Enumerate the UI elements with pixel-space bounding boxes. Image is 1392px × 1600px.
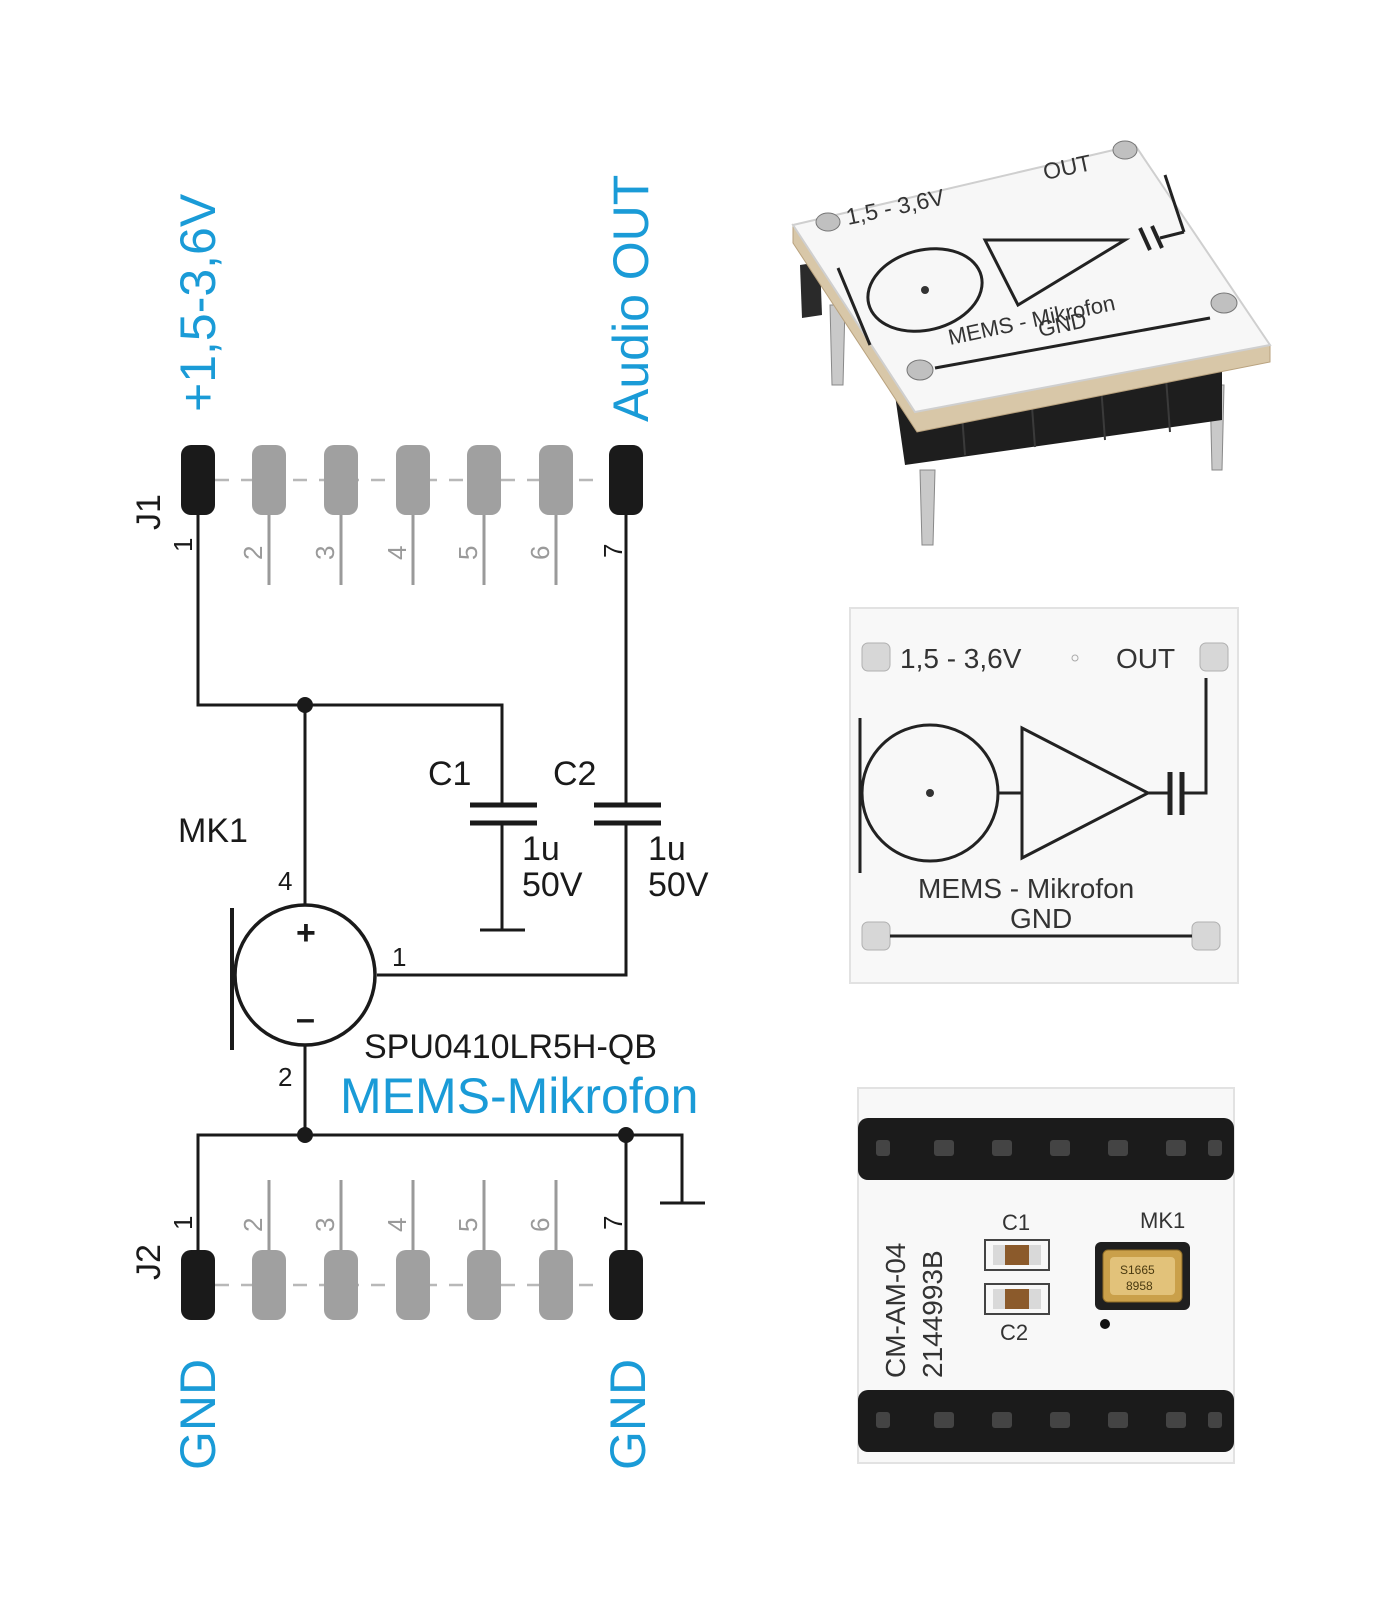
chip-marking-1: S1665 xyxy=(1120,1263,1155,1277)
j1-pinnum-2: 2 xyxy=(238,546,268,560)
header-bottom xyxy=(858,1390,1234,1452)
top-voltage-silk: 1,5 - 3,6V xyxy=(900,643,1022,674)
j2-pinnum-1: 1 xyxy=(168,1216,198,1230)
j2-pin-4 xyxy=(396,1250,430,1320)
j1-pin-3 xyxy=(324,445,358,515)
j1-ref: J1 xyxy=(130,494,168,530)
microphone-mk1: + – MK1 4 1 2 SPU0410LR5H-QB xyxy=(178,812,657,1092)
j2-pinnum-6: 6 xyxy=(525,1218,555,1232)
mk1-part-number: SPU0410LR5H-QB xyxy=(364,1028,657,1066)
board-top-view: 1,5 - 3,6V OUT MEMS - Mikrofon GND xyxy=(849,607,1239,984)
j2-pin-5 xyxy=(467,1250,501,1320)
mk1-minus-sign: – xyxy=(296,1000,315,1038)
j1-pin-2 xyxy=(252,445,286,515)
silk-c2: C2 xyxy=(1000,1320,1028,1345)
c2-ref: C2 xyxy=(553,755,596,793)
schematic-wires xyxy=(196,515,705,1250)
board-model: CM-AM-04 xyxy=(880,1243,911,1378)
j1-pinnum-6: 6 xyxy=(525,546,555,560)
j2-pin-3 xyxy=(324,1250,358,1320)
board-serial: 2144993B xyxy=(917,1250,948,1378)
top-name-silk: MEMS - Mikrofon xyxy=(918,873,1134,904)
schematic: +1,5-3,6V Audio OUT J1 1 2 3 4 5 6 7 xyxy=(130,175,709,1470)
j2-pinnum-3: 3 xyxy=(310,1218,340,1232)
pcb-top-view xyxy=(849,607,1239,984)
j1-pinnum-4: 4 xyxy=(382,546,412,560)
j2-ref: J2 xyxy=(130,1244,168,1280)
j2-pin-6 xyxy=(539,1250,573,1320)
supply-voltage-label: +1,5-3,6V xyxy=(170,193,226,412)
chip-marking-2: 8958 xyxy=(1126,1279,1153,1293)
gnd-label-left: GND xyxy=(170,1359,226,1470)
c1-voltage: 50V xyxy=(522,866,583,904)
pcb-top-face xyxy=(791,143,1272,414)
j1-pin-1 xyxy=(181,445,215,515)
j2-pin-2 xyxy=(252,1250,286,1320)
mk1-pin-out: 1 xyxy=(392,942,406,972)
j1-pinnum-7: 7 xyxy=(598,544,628,558)
capacitor-c2: C2 1u 50V xyxy=(553,755,709,904)
junction-dot xyxy=(618,1127,634,1143)
header-top xyxy=(858,1118,1234,1180)
j2-pinnum-7: 7 xyxy=(598,1216,628,1230)
connector-j2: J2 1 2 3 4 5 6 7 xyxy=(130,1180,643,1320)
j1-pinnum-3: 3 xyxy=(310,546,340,560)
silk-c1: C1 xyxy=(1002,1210,1030,1235)
j1-pinnum-1: 1 xyxy=(168,538,198,552)
c2-value: 1u xyxy=(648,830,686,868)
j1-pin-5 xyxy=(467,445,501,515)
j1-pin-4 xyxy=(396,445,430,515)
c1-value: 1u xyxy=(522,830,560,868)
c2-voltage: 50V xyxy=(648,866,709,904)
top-out-silk: OUT xyxy=(1116,643,1175,674)
mk1-ref: MK1 xyxy=(178,812,248,850)
j1-pinnum-5: 5 xyxy=(453,546,483,560)
mk1-pin-plus: 4 xyxy=(278,866,292,896)
j2-pin-1 xyxy=(181,1250,215,1320)
top-gnd-silk: GND xyxy=(1010,903,1072,934)
microphone-symbol xyxy=(233,903,377,1047)
j2-pinnum-4: 4 xyxy=(382,1218,412,1232)
board-bottom-view: CM-AM-04 2144993B C1 C2 MK1 S1665 8958 xyxy=(857,1087,1235,1464)
j2-pin-7 xyxy=(609,1250,643,1320)
capacitor-c1: C1 1u 50V xyxy=(428,755,583,904)
board-photo-3d: 1,5 - 3,6V OUT MEMS - Mikrofon GND xyxy=(791,140,1272,546)
mk1-plus-sign: + xyxy=(296,914,316,952)
j2-pinnum-2: 2 xyxy=(238,1218,268,1232)
schematic-title: MEMS-Mikrofon xyxy=(340,1068,698,1124)
j1-pin-6 xyxy=(539,445,573,515)
j1-pin-7 xyxy=(609,445,643,515)
c1-ref: C1 xyxy=(428,755,471,793)
mk1-pin-minus: 2 xyxy=(278,1062,292,1092)
j2-pinnum-5: 5 xyxy=(453,1218,483,1232)
junction-dot xyxy=(297,697,313,713)
connector-j1: J1 1 2 3 4 5 6 7 xyxy=(130,445,643,585)
gnd-label-right: GND xyxy=(600,1359,656,1470)
silk-mk1: MK1 xyxy=(1140,1208,1185,1233)
junction-dot xyxy=(297,1127,313,1143)
audio-out-label: Audio OUT xyxy=(603,175,659,422)
